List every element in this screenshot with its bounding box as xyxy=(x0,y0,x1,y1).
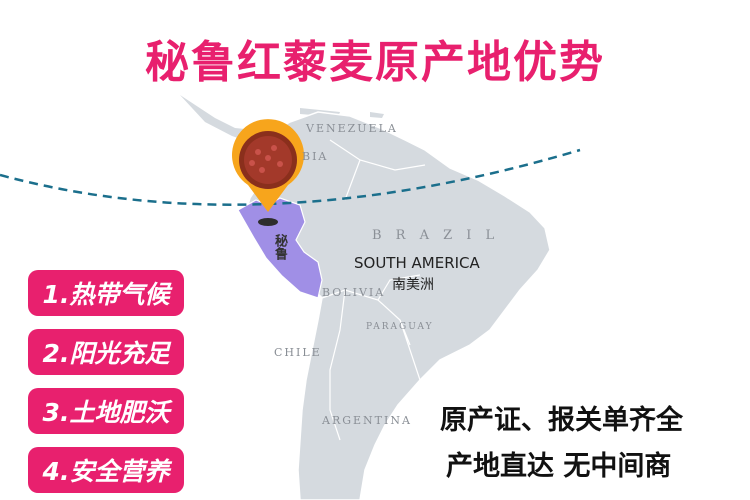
venezuela-label: VENEZUELA xyxy=(306,122,398,135)
colombia-label: BIA xyxy=(302,150,329,163)
badge-sunshine: 2.阳光充足 xyxy=(28,329,184,375)
argentina-label: ARGENTINA xyxy=(322,414,412,427)
central-america-land xyxy=(180,95,262,142)
page-title: 秘鲁红藜麦原产地优势 xyxy=(145,37,605,88)
equator-line xyxy=(0,148,581,206)
bolivia-label: BOLIVIA xyxy=(322,286,386,299)
paraguay-label: PARAGUAY xyxy=(366,322,434,332)
continent-label-cn: 南美洲 xyxy=(392,277,434,293)
country-borders xyxy=(321,139,426,441)
continent-label-en: SOUTH AMERICA xyxy=(354,254,480,272)
chile-label: CHILE xyxy=(274,346,322,359)
note-direct-supply: 产地直达 无中间商 xyxy=(446,451,672,482)
note-documents: 原产证、报关单齐全 xyxy=(440,405,683,436)
caribbean-island-2 xyxy=(370,112,384,118)
peru-label: 秘鲁 xyxy=(272,234,287,260)
quinoa-pin-marker xyxy=(232,119,304,226)
brazil-label: B R A Z I L xyxy=(372,228,500,243)
badge-tropical-climate: 1.热带气候 xyxy=(28,270,184,316)
badge-safe-nutrition: 4.安全营养 xyxy=(28,447,184,493)
badge-fertile-soil: 3.土地肥沃 xyxy=(28,388,184,434)
